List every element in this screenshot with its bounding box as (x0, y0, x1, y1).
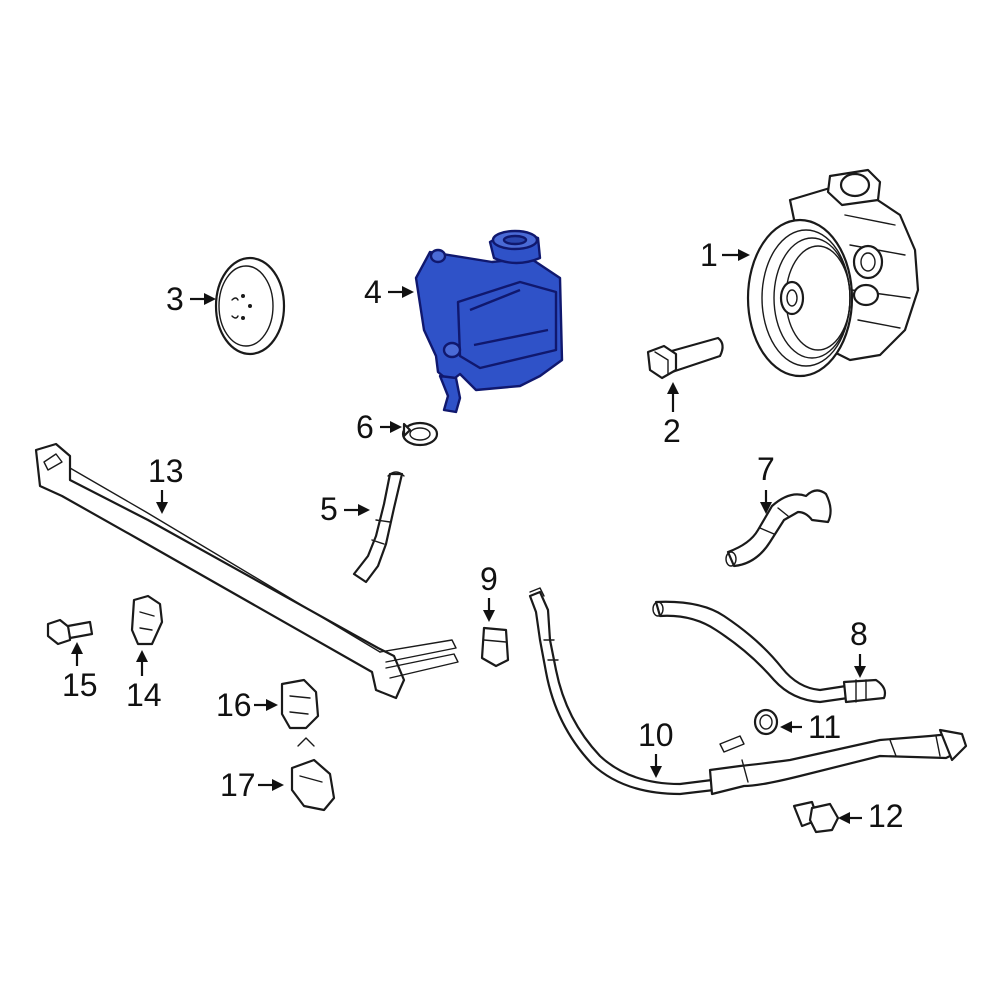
callout-7[interactable]: 7 (757, 451, 775, 514)
hose-clip[interactable] (480, 626, 510, 668)
callout-label-4: 4 (364, 274, 382, 310)
power-steering-reservoir[interactable] (414, 229, 564, 414)
hose-clamp-small[interactable] (401, 421, 439, 447)
callout-4[interactable]: 4 (364, 274, 414, 310)
callout-label-6: 6 (356, 409, 374, 445)
pressure-hose[interactable] (652, 600, 887, 704)
callout-label-14: 14 (126, 677, 162, 713)
pulley-bolt[interactable] (646, 336, 724, 380)
callout-label-10: 10 (638, 717, 674, 753)
callout-label-8: 8 (850, 616, 868, 652)
power-steering-pump[interactable] (746, 168, 920, 378)
callout-17[interactable]: 17 (220, 767, 284, 803)
mounting-bolt[interactable] (792, 800, 840, 834)
callout-label-1: 1 (700, 237, 718, 273)
callout-label-3: 3 (166, 281, 184, 317)
callout-label-5: 5 (320, 491, 338, 527)
callout-16[interactable]: 16 (216, 687, 278, 723)
callout-15[interactable]: 15 (62, 642, 98, 703)
callout-9[interactable]: 9 (480, 561, 498, 622)
callout-3[interactable]: 3 (166, 281, 216, 317)
line-clamp-lower[interactable] (290, 737, 336, 812)
callout-2[interactable]: 2 (663, 382, 681, 449)
callout-label-2: 2 (663, 413, 681, 449)
callout-10[interactable]: 10 (638, 717, 674, 778)
pressure-line[interactable] (528, 587, 968, 796)
callout-label-11: 11 (808, 709, 841, 745)
callout-14[interactable]: 14 (126, 650, 162, 713)
o-ring[interactable] (753, 708, 779, 736)
return-hose[interactable] (725, 489, 832, 568)
reservoir-hose[interactable] (352, 471, 405, 584)
callout-label-12: 12 (868, 798, 904, 834)
callout-label-17: 17 (220, 767, 256, 803)
callout-6[interactable]: 6 (356, 409, 402, 445)
pulley-disc[interactable] (214, 256, 286, 356)
line-clamp-upper[interactable] (280, 678, 320, 730)
callout-8[interactable]: 8 (850, 616, 868, 678)
callout-label-7: 7 (757, 451, 775, 487)
bracket-clip[interactable] (130, 594, 164, 646)
hex-bolt[interactable] (46, 618, 94, 646)
callout-5[interactable]: 5 (320, 491, 370, 527)
callout-1[interactable]: 1 (700, 237, 750, 273)
callout-label-16: 16 (216, 687, 252, 723)
callout-13[interactable]: 13 (148, 453, 184, 514)
callout-11[interactable]: 11 (780, 709, 841, 745)
callout-label-15: 15 (62, 667, 98, 703)
callout-label-9: 9 (480, 561, 498, 597)
cooler-assembly[interactable] (34, 442, 459, 700)
callout-label-13: 13 (148, 453, 184, 489)
callout-12[interactable]: 12 (838, 798, 904, 834)
